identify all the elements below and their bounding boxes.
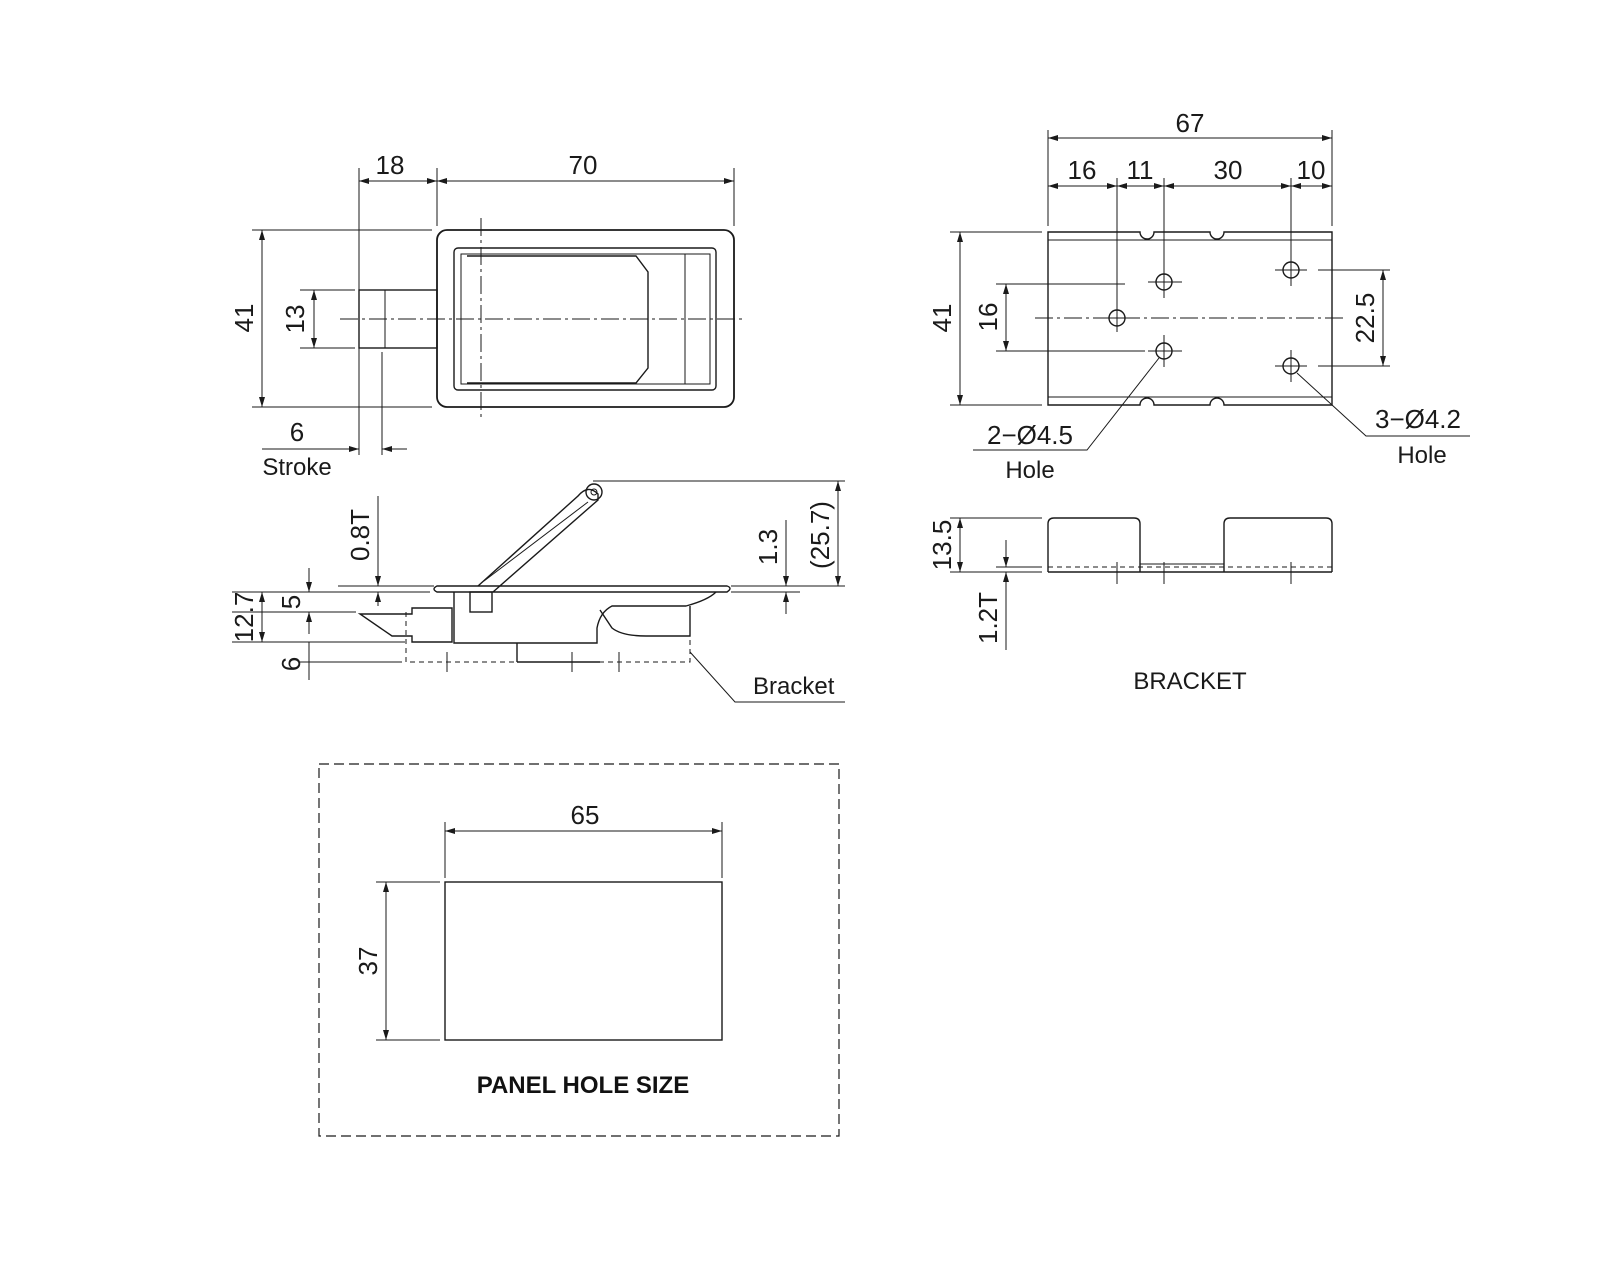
- dim-head-width: 18: [376, 150, 405, 180]
- panel-hole-title: PANEL HOLE SIZE: [477, 1072, 689, 1099]
- side-paddle-arm: [477, 488, 599, 593]
- panel-hole-view: 65 37 PANEL HOLE SIZE: [318, 763, 840, 1137]
- panel-cutout: [444, 881, 723, 1041]
- bracket-leader: [689, 651, 845, 703]
- dim-flange-gap: 1.3: [753, 529, 783, 565]
- dim-panel-height: 37: [353, 947, 383, 976]
- dim-seg-4: 10: [1297, 155, 1326, 185]
- latch-side-view: 0.8T 1.3 (25.7) 12.7 5 6 Bracket: [229, 480, 845, 703]
- bracket-title: BRACKET: [1133, 668, 1247, 695]
- hole-crosshair: [1275, 350, 1307, 382]
- side-bracket-hidden: [405, 608, 691, 663]
- dim-overall-depth: 12.7: [229, 592, 259, 643]
- dim-panel-width: 65: [571, 800, 600, 830]
- paddle-pivot-center: [590, 488, 598, 496]
- dim-stroke: 6: [290, 417, 304, 447]
- dim-thickness: 0.8T: [345, 509, 375, 561]
- stroke-label: Stroke: [262, 454, 331, 481]
- dim-bracket-height: 41: [927, 304, 957, 333]
- bracket-side-view: 13.5 1.2T BRACKET: [927, 517, 1333, 695]
- dim-seg-1: 16: [1068, 155, 1097, 185]
- dim-upper-depth: 5: [276, 595, 306, 609]
- dim-seg-2: 11: [1127, 155, 1154, 185]
- hole-right-leader: [1296, 372, 1470, 437]
- latch-inner-recess: [453, 247, 717, 391]
- dim-body-length: 70: [569, 150, 598, 180]
- dim-bolt-height: 13: [280, 305, 310, 334]
- side-pivot-block: [469, 591, 493, 613]
- bracket-side-base-step: [1139, 563, 1225, 567]
- panel-boundary: [318, 763, 840, 1137]
- dim-overall-height: 41: [229, 304, 259, 333]
- side-bolt: [357, 607, 453, 643]
- hole-crosshair: [1148, 335, 1182, 367]
- dim-total-height: (25.7): [805, 501, 835, 569]
- bracket-side-tab-right: [1223, 517, 1333, 572]
- hole-left-label: Hole: [1005, 457, 1054, 484]
- side-paddle-inner-line: [483, 501, 589, 582]
- dim-left-spacing: 16: [973, 303, 1003, 332]
- dim-bracket-width: 67: [1176, 108, 1205, 138]
- latch-paddle: [467, 255, 649, 384]
- hole-crosshair: [1148, 266, 1182, 298]
- bracket-side-tab-left: [1047, 517, 1141, 572]
- bracket-top-view: 67 16 11 30 10 41 16 22.5 2−Ø4.5 Hole 3−…: [927, 108, 1470, 484]
- bracket-label: Bracket: [753, 673, 835, 700]
- dim-lower-depth: 6: [276, 657, 306, 671]
- paddle-pivot: [585, 483, 603, 501]
- side-flange-plate: [433, 585, 731, 593]
- dim-bracket-thickness: 1.2T: [973, 592, 1003, 644]
- side-spring-cup: [599, 606, 691, 637]
- latch-top-view: 18 70 41 13 6 Stroke: [229, 150, 744, 481]
- dim-right-spacing: 22.5: [1350, 293, 1380, 344]
- hole-crosshair: [1275, 254, 1307, 286]
- hole-crosshair: [1103, 304, 1131, 332]
- dim-seg-3: 30: [1214, 155, 1243, 185]
- dim-bracket-side-height: 13.5: [927, 520, 957, 571]
- side-housing: [453, 591, 717, 644]
- hole-left-leader: [973, 357, 1160, 451]
- hole-left-callout: 2−Ø4.5: [987, 420, 1073, 450]
- hole-right-label: Hole: [1397, 442, 1446, 469]
- hole-right-callout: 3−Ø4.2: [1375, 404, 1461, 434]
